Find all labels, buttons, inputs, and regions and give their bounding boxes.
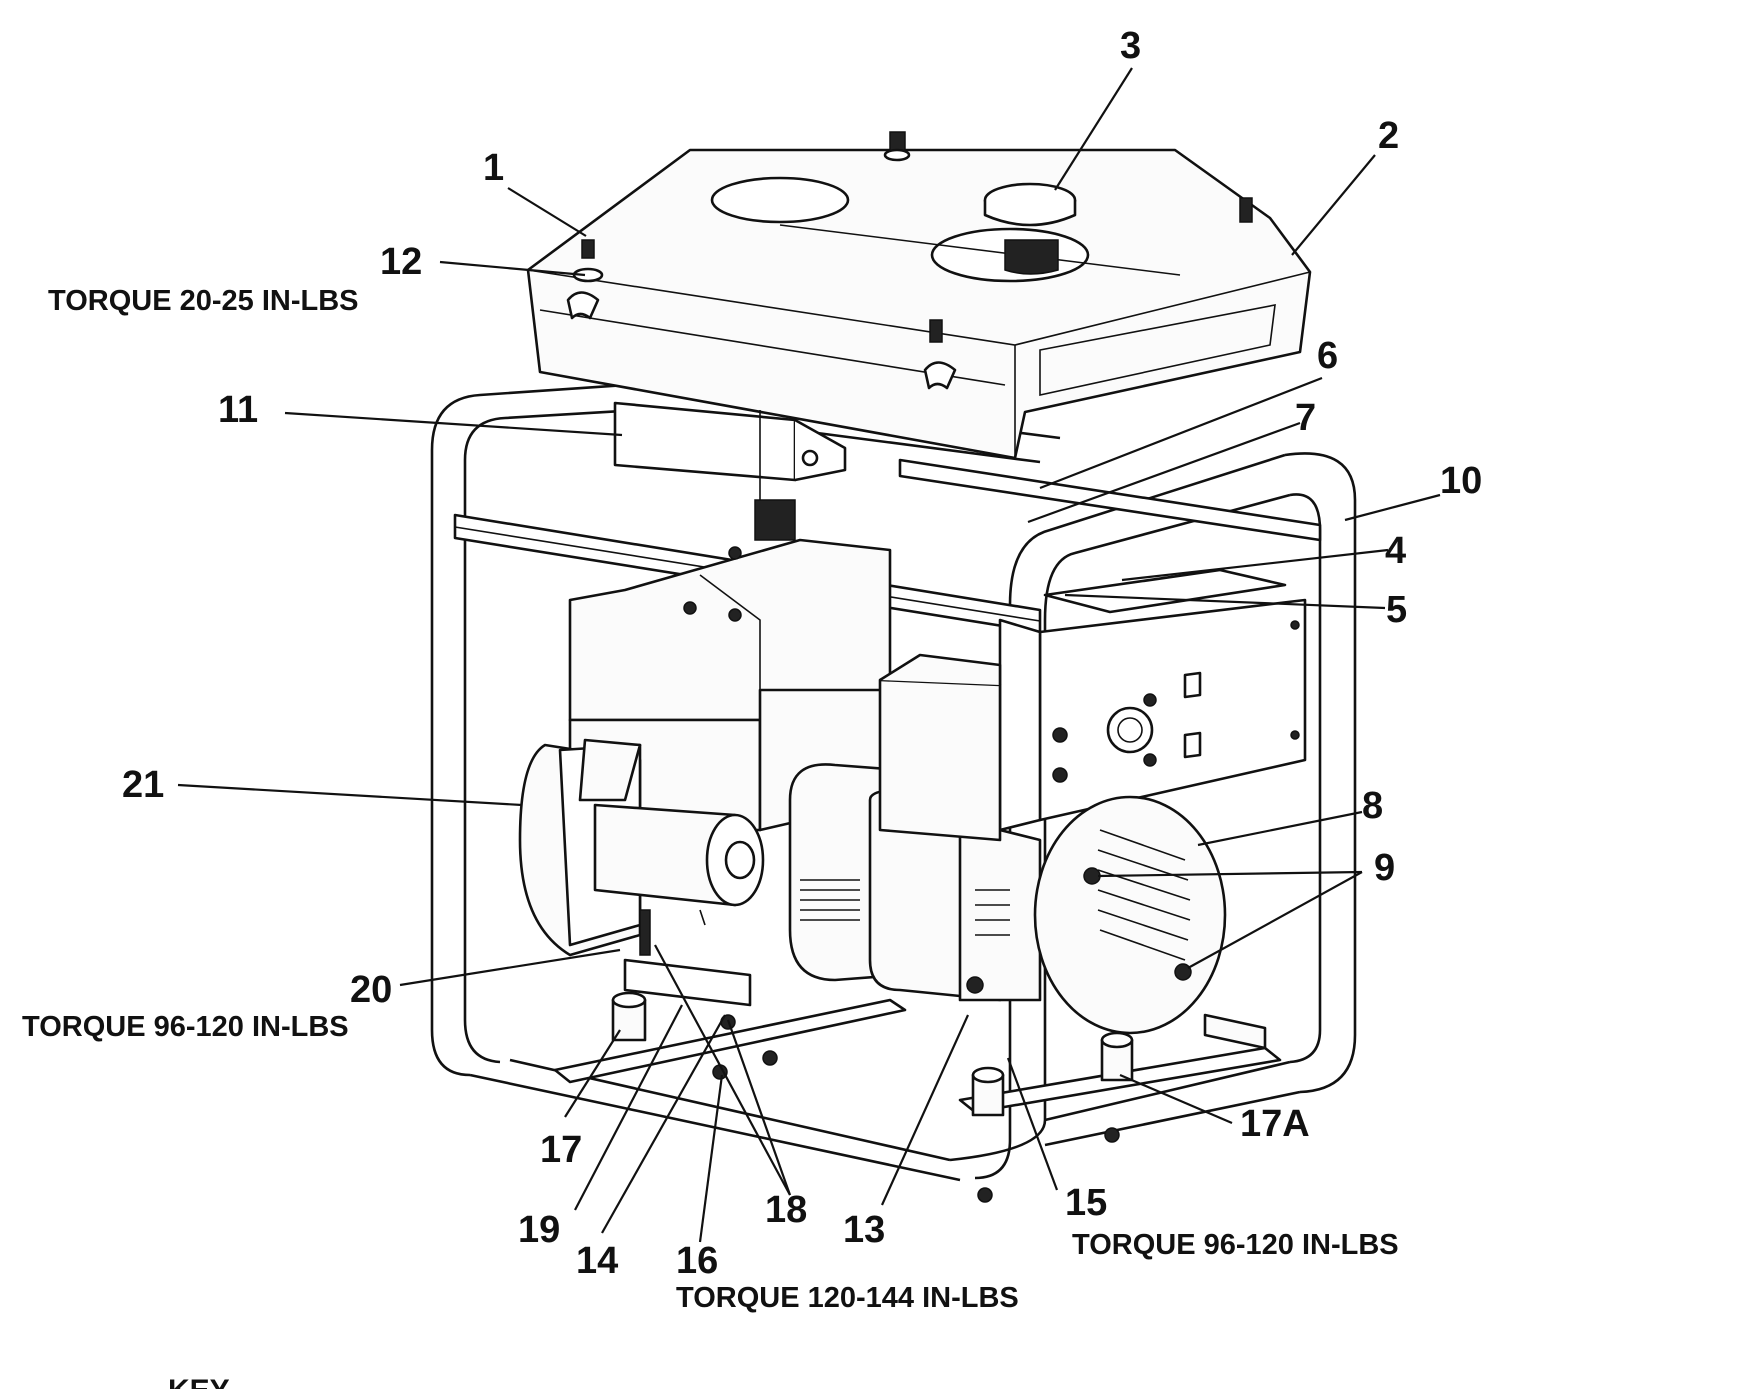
- bracket: [613, 401, 847, 541]
- torque-note-20: TORQUE 96-120 IN-LBS: [22, 1011, 349, 1043]
- callout-9: 9: [1374, 847, 1395, 889]
- callout-17a: 17A: [1240, 1103, 1310, 1145]
- alternator: [788, 763, 1042, 1002]
- end-cover: [1033, 795, 1227, 1035]
- tank-screws: [572, 131, 1253, 343]
- callout-14: 14: [576, 1240, 618, 1282]
- control-panel: [878, 568, 1307, 842]
- callout-17: 17: [540, 1129, 582, 1171]
- callout-19: 19: [518, 1209, 560, 1251]
- callout-7: 7: [1295, 397, 1316, 439]
- callout-11: 11: [218, 389, 258, 431]
- callout-16: 16: [676, 1240, 718, 1282]
- base-nuts: [639, 546, 1120, 1203]
- muffler: [593, 803, 765, 926]
- callout-1: 1: [483, 147, 504, 189]
- callout-20: 20: [350, 969, 392, 1011]
- tank-clips: [566, 291, 957, 390]
- callout-5: 5: [1386, 589, 1407, 631]
- callout-12: 12: [380, 241, 422, 283]
- fuel-cap: [983, 182, 1077, 275]
- callout-8: 8: [1362, 785, 1383, 827]
- callout-3: 3: [1120, 25, 1141, 67]
- callout-21: 21: [122, 764, 164, 806]
- callout-6: 6: [1317, 335, 1338, 377]
- callout-labels: 1 2 3 4 5 6 7 8 9 10 11 12 13 14 15 16 1…: [122, 25, 1482, 1282]
- torque-note-16: TORQUE 120-144 IN-LBS: [676, 1282, 1019, 1314]
- callout-18: 18: [765, 1189, 807, 1231]
- callout-2: 2: [1378, 115, 1399, 157]
- leader-lines: [177, 67, 1441, 1243]
- torque-notes: TORQUE 20-25 IN-LBS TORQUE 96-120 IN-LBS…: [22, 285, 1399, 1314]
- rubber-mounts: [611, 991, 1267, 1117]
- callout-15: 15: [1065, 1182, 1107, 1224]
- callout-4: 4: [1385, 530, 1406, 572]
- torque-note-15: TORQUE 96-120 IN-LBS: [1072, 1229, 1399, 1261]
- torque-note-12: TORQUE 20-25 IN-LBS: [48, 285, 358, 317]
- callout-13: 13: [843, 1209, 885, 1251]
- fuel-tank: [526, 148, 1312, 460]
- callout-10: 10: [1440, 460, 1482, 502]
- key-label: KEY: [168, 1374, 230, 1389]
